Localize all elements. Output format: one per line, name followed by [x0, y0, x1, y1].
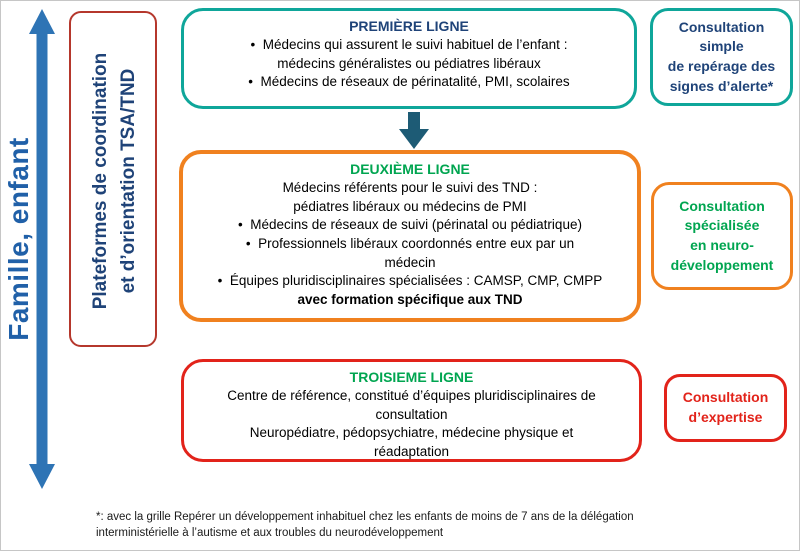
bullet-item: • Médecins de réseaux de suivi (périnata… [238, 217, 582, 233]
second-line-box: DEUXIÈME LIGNE Médecins référents pour l… [179, 150, 641, 322]
family-label: Famille, enfant [3, 137, 34, 341]
consultation-specialisee-label: Consultation spécialisée en neuro- dével… [670, 197, 774, 273]
platform-box: Plateformes de coordination et d’orienta… [69, 11, 157, 347]
platform-label: Plateformes de coordination et d’orienta… [90, 52, 139, 310]
family-flow-double-arrow-icon [29, 9, 55, 489]
text-line: Centre de référence, constitué d’équipes… [227, 388, 596, 422]
second-line-items: Médecins référents pour le suivi des TND… [195, 179, 625, 309]
text-line: Neuropédiatre, pédopsychiatre, médecine … [249, 425, 574, 459]
consultation-expertise-box: Consultation d’expertise [664, 374, 787, 442]
bullet-item: • Professionnels libéraux coordonnés ent… [245, 235, 575, 270]
text-line: avec formation spécifique aux TND [297, 291, 523, 307]
first-line-box: PREMIÈRE LIGNE • Médecins qui assurent l… [181, 8, 637, 109]
third-line-title: TROISIEME LIGNE [349, 369, 474, 385]
second-line-title: DEUXIÈME LIGNE [350, 161, 470, 177]
bullet-item: • Équipes pluridisciplinaires spécialisé… [217, 273, 603, 289]
first-line-title: PREMIÈRE LIGNE [349, 18, 469, 34]
consultation-specialisee-box: Consultation spécialisée en neuro- dével… [651, 182, 793, 290]
third-line-items: Centre de référence, constitué d’équipes… [196, 387, 627, 462]
consultation-simple-box: Consultation simple de repérage des sign… [650, 8, 793, 106]
bullet-item: • Médecins de réseaux de périnatalité, P… [248, 74, 570, 90]
bullet-item: • Médecins qui assurent le suivi habitue… [250, 37, 568, 71]
text-line: Médecins référents pour le suivi des TND… [282, 180, 538, 214]
footnote: *: avec la grille Repérer un développeme… [96, 511, 634, 539]
consultation-expertise-label: Consultation d’expertise [682, 389, 769, 425]
down-arrow-icon [399, 112, 429, 149]
consultation-simple-label: Consultation simple de repérage des sign… [667, 18, 776, 94]
third-line-box: TROISIEME LIGNE Centre de référence, con… [181, 359, 642, 462]
first-line-items: • Médecins qui assurent le suivi habitue… [196, 36, 622, 92]
